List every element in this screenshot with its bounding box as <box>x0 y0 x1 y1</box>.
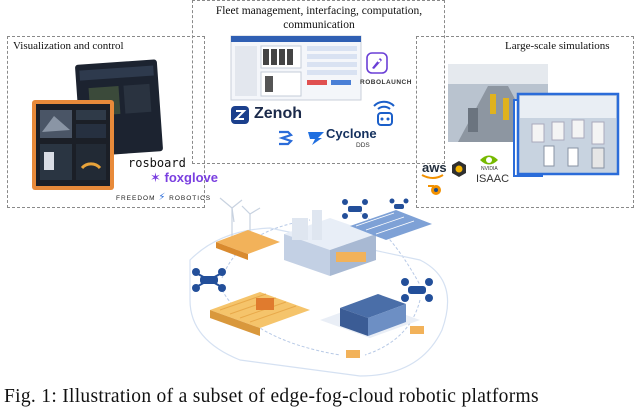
cyclone-icon <box>308 132 324 145</box>
simulation-panel <box>416 36 634 208</box>
robotics-label: ROBOTICS <box>169 195 212 202</box>
fleet-s-icon <box>278 130 294 146</box>
edge-fog-cloud-illustration <box>189 197 449 377</box>
foxglove-label: foxglove <box>164 170 218 185</box>
zenoh-logo: Zenoh <box>254 105 302 122</box>
visualization-panel-title: Visualization and control <box>13 40 124 52</box>
freedom-robotics-logo: FREEDOM ⚡ ROBOTICS <box>116 192 211 203</box>
drone-left <box>192 268 226 292</box>
fleet-panel <box>192 0 445 164</box>
cyclone-dds-label: DDS <box>356 142 370 149</box>
figure-caption: Fig. 1: Illustration of a subset of edge… <box>4 386 539 407</box>
simulation-screenshots <box>448 64 620 177</box>
visualization-panel <box>7 36 205 208</box>
zenoh-icon <box>231 106 249 124</box>
fleet-title-line1: Fleet management, interfacing, computati… <box>215 5 423 17</box>
cyclone-logo: Cyclone <box>326 126 377 141</box>
aws-smile-icon <box>421 174 444 179</box>
blender-icon <box>428 185 441 195</box>
robolaunch-logo: ROBOLAUNCH <box>360 79 412 86</box>
fleet-panel-title: Fleet management, interfacing, computati… <box>196 4 442 32</box>
robolaunch-rocket-icon <box>366 52 388 74</box>
nvidia-label: NVIDIA <box>481 166 498 172</box>
foxglove-logo: ✶ foxglove <box>150 170 218 186</box>
fleet-dashboard-screenshot <box>230 35 362 101</box>
freedom-label: FREEDOM <box>116 195 156 202</box>
visualization-screenshots <box>32 59 163 190</box>
fleet-title-line2: communication <box>283 19 355 31</box>
rosboard-logo: rosboard <box>128 156 186 170</box>
game-engine-icon <box>452 161 466 177</box>
freedom-bolt-icon: ⚡ <box>158 192 167 203</box>
isaac-logo: ISAAC <box>476 173 510 185</box>
nvidia-eye-icon <box>480 155 498 165</box>
foxglove-icon: ✶ <box>150 170 161 185</box>
aws-logo: aws <box>422 160 447 175</box>
robot-face-icon <box>373 100 395 126</box>
simulation-panel-title: Large-scale simulations <box>505 40 610 52</box>
